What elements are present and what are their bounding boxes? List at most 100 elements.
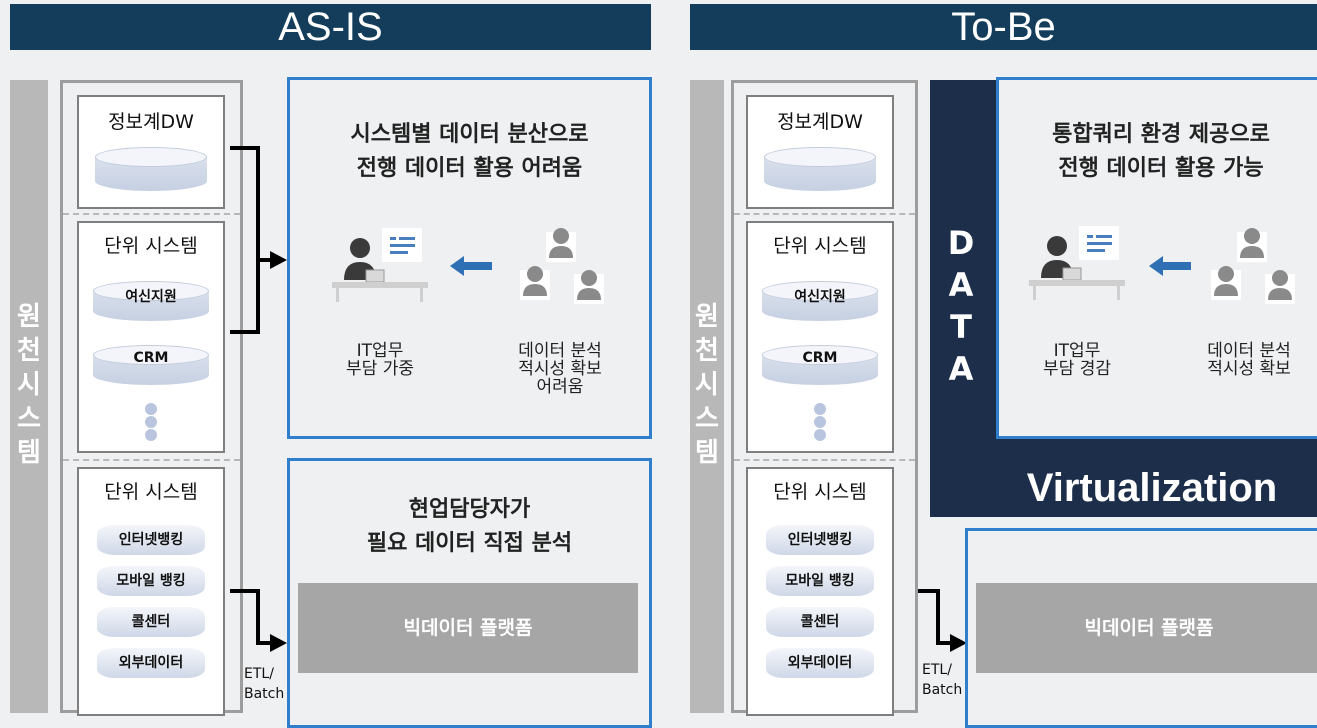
database-icon: CRM [93, 345, 209, 385]
arrow-left-icon [450, 256, 492, 276]
unit-system-box-1: 단위 시스템 여신지원 CRM [77, 221, 225, 453]
sidebar-char: 스 [695, 404, 719, 434]
etl-batch-label: ETL/ Batch [244, 664, 284, 704]
document-icon [1079, 226, 1119, 260]
as-is-problem-panel: 시스템별 데이터 분산으로 전행 데이터 활용 어려움 IT업무 부담 가중 데… [287, 77, 652, 439]
dw-box: 정보계DW [746, 95, 894, 209]
batch-label: Batch [922, 682, 963, 698]
dw-database-icon [764, 147, 876, 191]
unit-system-box-2: 단위 시스템 인터넷뱅킹 모바일 뱅킹 콜센터 외부데이터 [746, 467, 894, 716]
caption-line: 데이터 분석 [518, 341, 602, 361]
dw-database-icon [95, 147, 207, 191]
caption-line: 데이터 분석 [1207, 341, 1291, 361]
panel-title-line: 전행 데이터 활용 가능 [1058, 156, 1264, 181]
big-data-platform: 빅데이터 플랫폼 [298, 583, 638, 673]
data-letter: A [948, 266, 974, 304]
sidebar-char: 천 [17, 336, 41, 366]
arrow-left-icon [1149, 256, 1191, 276]
database-label: 여신지원 [125, 289, 177, 305]
etl-batch-label: ETL/ Batch [922, 660, 962, 700]
caption-line: IT업무 [356, 341, 404, 361]
dw-title: 정보계DW [777, 111, 863, 133]
to-be-benefit-panel: 통합쿼리 환경 제공으로 전행 데이터 활용 가능 IT업무 부담 경감 데이터… [996, 77, 1317, 439]
panel-title-line: 전행 데이터 활용 어려움 [356, 156, 583, 181]
to-be-header: To-Be [690, 4, 1317, 50]
ellipsis-dot [814, 429, 826, 441]
as-is-source-system-sidebar: 원 천 시 스 템 [10, 80, 48, 713]
system-pill: 모바일 뱅킹 [97, 566, 205, 596]
caption-line: 부담 가중 [346, 359, 414, 379]
data-vertical-label: D A T A [935, 222, 987, 390]
as-is-solution-panel: 현업담당자가 필요 데이터 직접 분석 빅데이터 플랫폼 [287, 458, 652, 728]
panel-title-line: 시스템별 데이터 분산으로 [350, 122, 589, 147]
database-icon: 여신지원 [762, 281, 878, 321]
unit-system-title: 단위 시스템 [104, 235, 198, 257]
user-at-desk-icon [1029, 236, 1125, 300]
caption-line: 적시성 확보 [518, 359, 602, 379]
system-pill: 콜센터 [97, 607, 205, 637]
caption-line: 적시성 확보 [1207, 359, 1291, 379]
unit-system-box-2: 단위 시스템 인터넷뱅킹 모바일 뱅킹 콜센터 외부데이터 [77, 467, 225, 716]
system-pill: 인터넷뱅킹 [97, 525, 205, 555]
caption-line: IT업무 [1053, 341, 1101, 361]
unit-system-title: 단위 시스템 [104, 481, 198, 503]
dw-box: 정보계DW [77, 95, 225, 209]
sidebar-char: 시 [695, 370, 719, 400]
caption-it-burden: IT업무 부담 가중 [320, 342, 440, 378]
as-is-header: AS-IS [10, 4, 651, 50]
system-pill: 모바일 뱅킹 [766, 566, 874, 596]
caption-line: 부담 경감 [1043, 359, 1111, 379]
caption-line: 어려움 [536, 377, 584, 397]
big-data-platform: 빅데이터 플랫폼 [976, 583, 1317, 673]
caption-analysis: 데이터 분석 적시성 확보 [1184, 342, 1314, 378]
sidebar-char: 스 [17, 404, 41, 434]
panel-title-line: 통합쿼리 환경 제공으로 [1052, 122, 1270, 147]
to-be-systems-frame: 정보계DW 단위 시스템 여신지원 CRM 단위 시스템 인터넷뱅킹 모바일 뱅… [731, 80, 918, 716]
divider [734, 459, 915, 461]
database-icon: CRM [762, 345, 878, 385]
panel-title-line: 필요 데이터 직접 분석 [366, 531, 573, 556]
unit-system-title: 단위 시스템 [773, 481, 867, 503]
caption-it-burden: IT업무 부담 경감 [1017, 342, 1137, 378]
ellipsis-dot [814, 403, 826, 415]
database-icon: 여신지원 [93, 281, 209, 321]
panel-title: 현업담당자가 필요 데이터 직접 분석 [290, 493, 649, 561]
system-pill: 콜센터 [766, 607, 874, 637]
ellipsis-dot [814, 416, 826, 428]
database-label: CRM [802, 350, 838, 366]
caption-analysis: 데이터 분석 적시성 확보 어려움 [495, 342, 625, 396]
panel-title: 시스템별 데이터 분산으로 전행 데이터 활용 어려움 [290, 118, 649, 186]
to-be-platform-panel: 빅데이터 플랫폼 [965, 528, 1317, 728]
data-letter: D [947, 224, 975, 262]
system-pill: 외부데이터 [97, 648, 205, 678]
user-at-desk-icon [332, 238, 428, 302]
ellipsis-dot [145, 403, 157, 415]
unit-system-title: 단위 시스템 [773, 235, 867, 257]
database-label: CRM [133, 350, 169, 366]
sidebar-char: 천 [695, 336, 719, 366]
to-be-source-system-sidebar: 원 천 시 스 템 [690, 80, 724, 713]
users-group-icon [520, 228, 604, 304]
virtualization-label: Virtualization [1026, 466, 1278, 510]
document-icon [382, 228, 422, 262]
divider [63, 459, 240, 461]
etl-label: ETL/ [922, 662, 952, 678]
divider [63, 213, 240, 215]
users-group-icon [1211, 228, 1295, 304]
panel-title: 통합쿼리 환경 제공으로 전행 데이터 활용 가능 [999, 118, 1317, 186]
sidebar-char: 템 [17, 438, 41, 468]
batch-label: Batch [244, 686, 285, 702]
as-is-systems-frame: 정보계DW 단위 시스템 여신지원 CRM 단위 시스템 인터넷뱅킹 모바일 뱅… [60, 80, 243, 716]
etl-label: ETL/ [244, 666, 274, 682]
ellipsis-dot [145, 416, 157, 428]
data-letter: A [948, 350, 974, 388]
ellipsis-dot [145, 429, 157, 441]
sidebar-char: 원 [695, 302, 719, 332]
system-pill: 인터넷뱅킹 [766, 525, 874, 555]
sidebar-char: 원 [17, 302, 41, 332]
panel-title-line: 현업담당자가 [408, 497, 531, 522]
database-label: 여신지원 [794, 289, 846, 305]
sidebar-char: 시 [17, 370, 41, 400]
as-is-connector-lines [230, 146, 967, 652]
sidebar-char: 템 [695, 438, 719, 468]
